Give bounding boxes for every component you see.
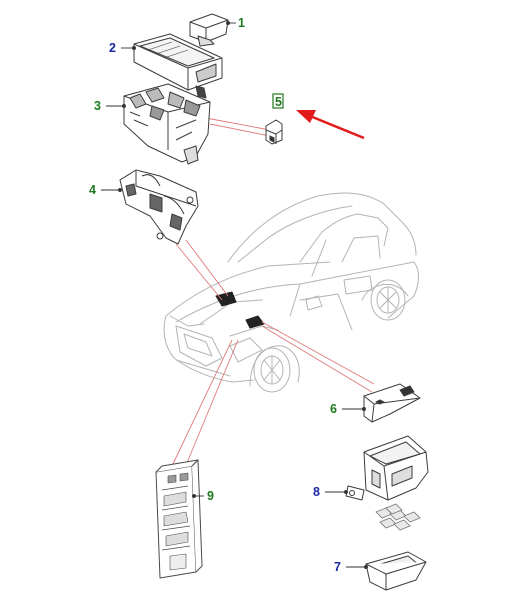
callout-5-box[interactable]: 5 <box>272 93 284 109</box>
tray-icon[interactable] <box>365 551 427 591</box>
part-4-bracket[interactable] <box>119 169 199 245</box>
callout-8: 8 <box>313 485 320 499</box>
callout-4: 4 <box>89 183 96 197</box>
part-8-relay-box[interactable] <box>345 435 429 501</box>
red-arrow-icon <box>296 110 365 140</box>
callout-leaders <box>101 21 368 569</box>
callout-5: 5 <box>275 95 282 109</box>
part-3-housing[interactable] <box>123 83 211 165</box>
relay-set-icon <box>375 503 421 531</box>
callout-1: 1 <box>238 16 245 30</box>
leader-lines <box>171 117 375 471</box>
part-1-cover[interactable] <box>189 13 229 47</box>
part-6-cover[interactable] <box>363 383 421 423</box>
callout-3: 3 <box>94 99 101 113</box>
callout-7: 7 <box>334 560 341 574</box>
junction-box-icon[interactable] <box>155 459 203 579</box>
part-2-lid[interactable] <box>133 33 223 91</box>
mounting-clip-icon[interactable] <box>265 119 283 145</box>
suv-outline-icon <box>163 192 419 393</box>
callout-9: 9 <box>207 489 214 503</box>
callout-6: 6 <box>330 402 337 416</box>
callout-2: 2 <box>109 41 116 55</box>
